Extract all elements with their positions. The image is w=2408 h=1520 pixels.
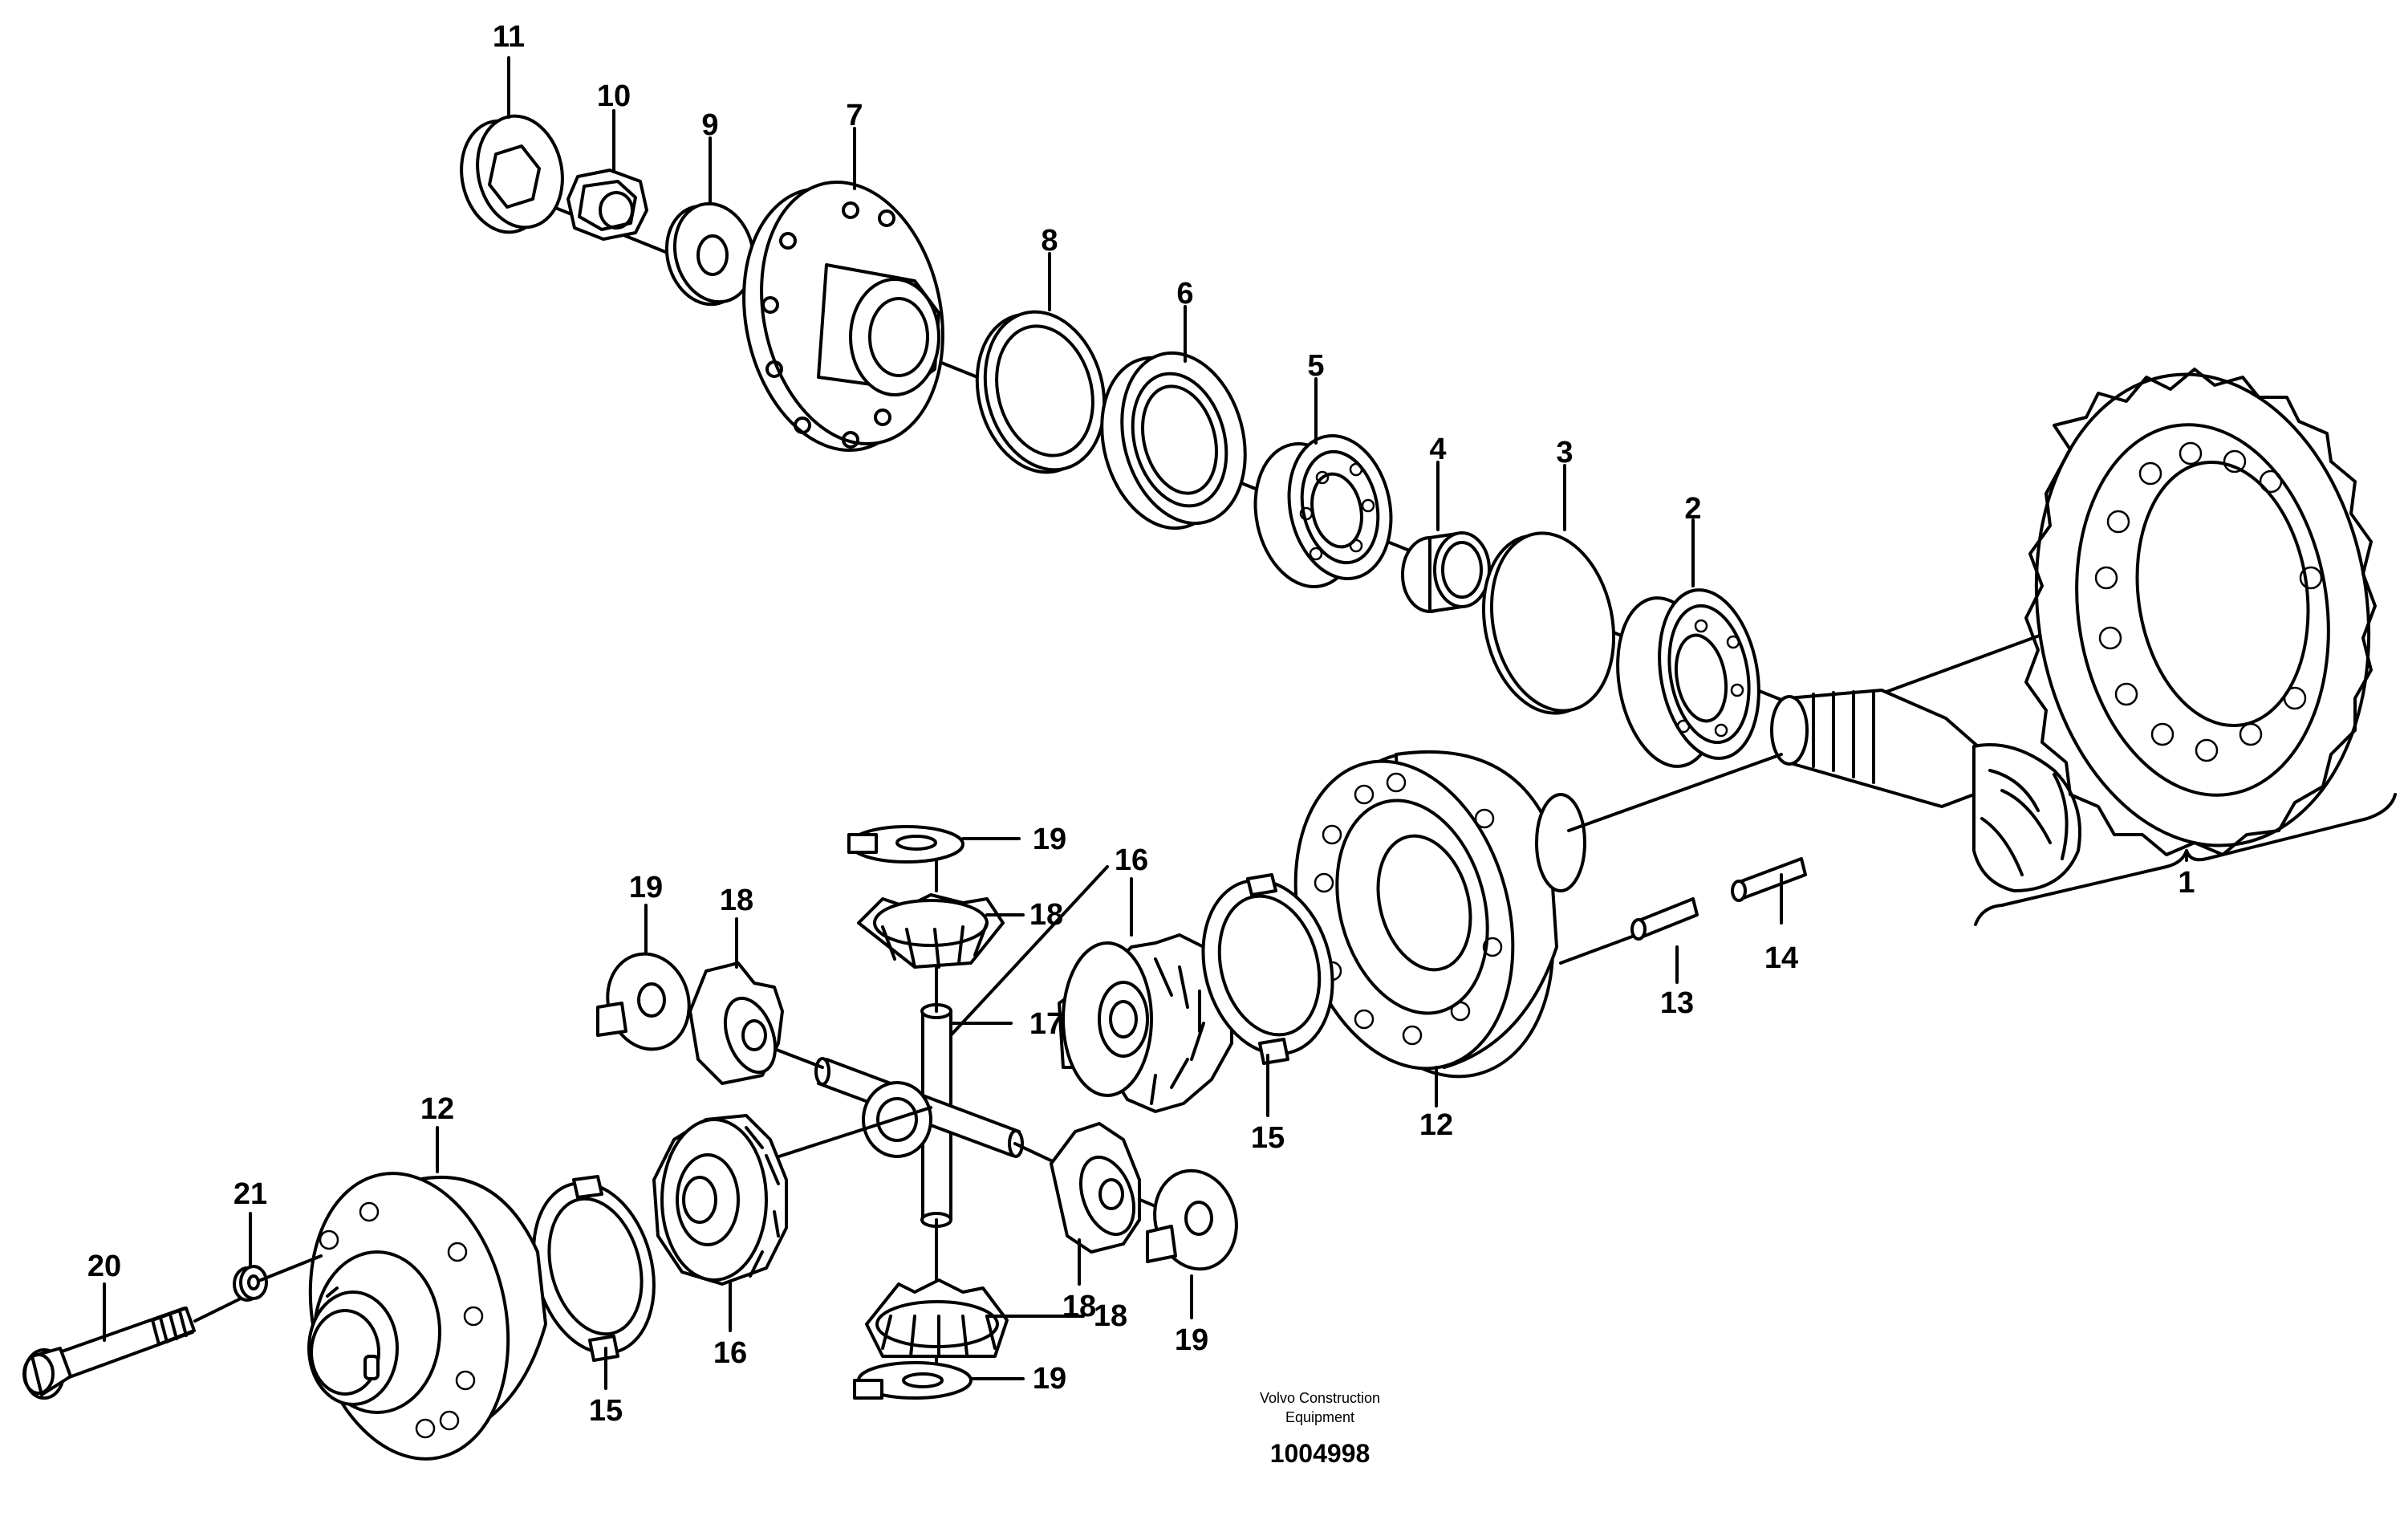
part-2-roller-bearing <box>1616 588 1760 768</box>
label-part-11: 11 <box>493 20 525 54</box>
label-part-7: 7 <box>846 99 863 132</box>
label-part-15-left: 15 <box>589 1394 623 1428</box>
label-part-16-left: 16 <box>713 1336 747 1370</box>
label-part-17: 17 <box>1029 1007 1063 1041</box>
label-part-18-bottom: 18 <box>1094 1299 1127 1333</box>
leader-lines <box>103 56 2188 1390</box>
part-12-differential-case-left <box>307 1172 547 1461</box>
part-19-thrust-washer-right <box>1146 1168 1238 1271</box>
label-part-21: 21 <box>233 1177 267 1211</box>
part-15-thrust-washer-right <box>1201 873 1334 1065</box>
label-part-8: 8 <box>1041 224 1058 258</box>
label-part-9: 9 <box>701 108 718 142</box>
part-7-companion-flange <box>742 180 944 453</box>
label-part-19-right: 19 <box>1175 1323 1208 1357</box>
part-14-pin <box>1731 857 1807 902</box>
label-part-5: 5 <box>1307 349 1324 383</box>
label-part-6: 6 <box>1176 277 1193 311</box>
part-18-pinion-left <box>688 961 784 1085</box>
part-1-crown-wheel-and-pinion <box>1770 368 2397 926</box>
part-21-washer <box>233 1265 268 1302</box>
label-part-19-left: 19 <box>629 871 663 904</box>
label-part-15-right: 15 <box>1251 1121 1285 1155</box>
part-18-pinion-right <box>1050 1122 1141 1254</box>
part-10-hex-nut <box>566 169 648 241</box>
label-part-12-right: 12 <box>1419 1108 1453 1142</box>
part-16-side-gear-left <box>652 1114 788 1286</box>
part-18-pinion-bottom <box>865 1278 1009 1358</box>
label-part-18-right: 18 <box>1062 1290 1096 1323</box>
label-part-18-top: 18 <box>1029 898 1063 932</box>
label-part-10: 10 <box>597 79 631 113</box>
label-part-14: 14 <box>1764 941 1798 975</box>
part-13-pin <box>1630 897 1699 941</box>
label-part-16-right: 16 <box>1115 843 1148 877</box>
drawing-credit: Volvo Construction Equipment 1004998 <box>1260 1390 1380 1468</box>
part-16-side-gear-right <box>1058 933 1233 1113</box>
part-8-seal-ring <box>975 310 1107 474</box>
part-18-pinion-top <box>857 893 1005 969</box>
label-part-12-left: 12 <box>420 1092 454 1126</box>
credit-line-1: Volvo Construction <box>1260 1390 1380 1406</box>
part-6-shaft-seal <box>1100 351 1247 530</box>
label-part-2: 2 <box>1684 492 1701 526</box>
part-11-hex-socket <box>460 114 564 234</box>
part-20-bolt <box>22 1254 323 1400</box>
label-part-19-top: 19 <box>1033 823 1066 856</box>
label-part-4: 4 <box>1429 433 1446 466</box>
part-19-thrust-washer-bottom <box>853 1361 973 1400</box>
drawing-number: 1004998 <box>1270 1439 1370 1468</box>
part-labels: 11 10 9 7 8 6 5 4 3 2 1 12 13 14 15 16 1… <box>87 20 2195 1428</box>
part-4-spacer-sleeve <box>1401 531 1491 613</box>
part-19-thrust-washer-top <box>847 825 964 864</box>
part-5-roller-bearing <box>1253 434 1393 588</box>
part-9-washer <box>664 201 756 307</box>
credit-line-2: Equipment <box>1285 1409 1354 1425</box>
label-part-18-left: 18 <box>720 884 753 917</box>
label-part-1: 1 <box>2178 866 2195 900</box>
label-part-19-bottom: 19 <box>1033 1362 1066 1396</box>
part-3-shim <box>1481 531 1616 715</box>
label-part-20: 20 <box>87 1250 121 1283</box>
label-part-13: 13 <box>1660 986 1694 1020</box>
part-12-differential-case-right <box>1293 750 1783 1079</box>
label-part-3: 3 <box>1556 436 1573 469</box>
part-19-thrust-washer-left <box>596 952 691 1051</box>
